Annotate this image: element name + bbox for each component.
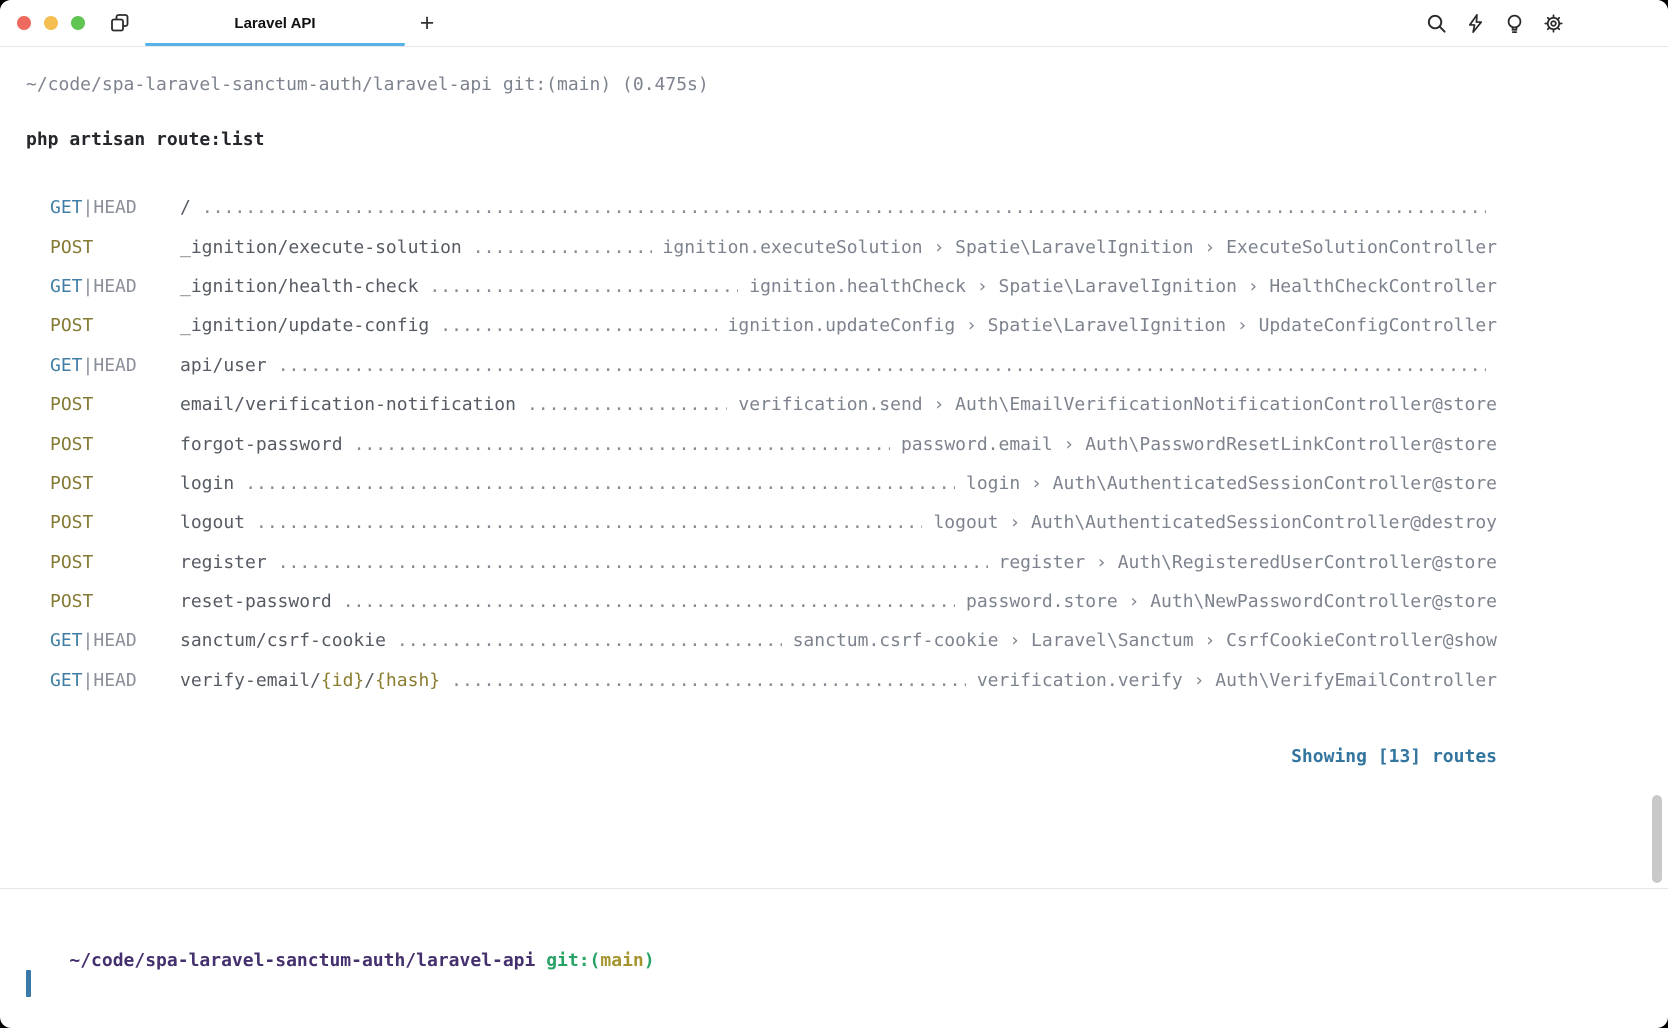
route-method: POST xyxy=(50,591,94,613)
route-row: POST _ignition/update-config.............… xyxy=(50,306,1497,345)
shell-prompt: ~/code/spa-laravel-sanctum-auth/laravel-… xyxy=(26,922,655,1000)
tab-title: Laravel API xyxy=(234,14,316,32)
dot-leader: ........................................… xyxy=(201,197,1486,219)
route-method: GET|HEAD xyxy=(50,669,137,691)
dot-leader: ........................................… xyxy=(256,512,922,534)
dot-leader: ........................................… xyxy=(396,630,782,652)
route-method: POST xyxy=(50,236,94,258)
block-divider xyxy=(0,888,1668,889)
route-path: api/user xyxy=(180,354,267,376)
window-controls xyxy=(0,16,85,30)
titlebar: Laravel API + xyxy=(0,0,1668,47)
git-suffix: ) xyxy=(643,950,655,971)
route-row: GET|HEAD _ignition/health-check..........… xyxy=(50,267,1497,306)
route-path: _ignition/execute-solution xyxy=(180,236,462,258)
route-path: reset-password xyxy=(180,591,332,613)
route-row: POST reset-password......................… xyxy=(50,582,1497,621)
route-row: POST _ignition/execute-solution..........… xyxy=(50,227,1497,266)
launch-configs-icon[interactable] xyxy=(107,10,133,36)
route-target: password.store › Auth\NewPasswordControl… xyxy=(965,591,1497,613)
dot-leader: ........................................… xyxy=(277,551,988,573)
close-window-button[interactable] xyxy=(17,16,31,30)
route-path: sanctum/csrf-cookie xyxy=(180,630,386,652)
route-target: register › Auth\RegisteredUserController… xyxy=(998,551,1498,573)
route-row: GET|HEAD /...............................… xyxy=(50,188,1497,227)
dot-leader: ........................................… xyxy=(277,354,1486,376)
dot-leader: ........................................… xyxy=(245,472,955,494)
route-method: GET|HEAD xyxy=(50,354,137,376)
terminal-cursor xyxy=(26,970,31,997)
minimize-window-button[interactable] xyxy=(44,16,58,30)
route-row: POST login...............................… xyxy=(50,464,1497,503)
route-method: POST xyxy=(50,512,94,534)
route-method: POST xyxy=(50,315,94,337)
route-method: POST xyxy=(50,394,94,416)
route-path: verify-email/{id}/{hash} xyxy=(180,669,441,691)
route-path: register xyxy=(180,551,267,573)
dot-leader: ........................................… xyxy=(526,394,727,416)
scrollbar[interactable] xyxy=(1652,795,1662,883)
route-row: POST email/verification-notification.....… xyxy=(50,385,1497,424)
route-method: GET|HEAD xyxy=(50,197,137,219)
git-branch: main xyxy=(600,950,644,971)
route-row: GET|HEAD api/user........................… xyxy=(50,346,1497,385)
route-row: POST register............................… xyxy=(50,543,1497,582)
gear-icon[interactable] xyxy=(1540,10,1566,36)
dot-leader: ........................................… xyxy=(342,591,955,613)
route-target: verification.verify › Auth\VerifyEmailCo… xyxy=(976,669,1497,691)
route-path: _ignition/update-config xyxy=(180,315,430,337)
route-path: forgot-password xyxy=(180,433,343,455)
new-tab-button[interactable]: + xyxy=(412,4,442,42)
route-row: GET|HEAD sanctum/csrf-cookie.............… xyxy=(50,621,1497,660)
routes-summary: Showing [13] routes xyxy=(1291,746,1497,767)
route-target: sanctum.csrf-cookie › Laravel\Sanctum › … xyxy=(792,630,1497,652)
tab-laravel-api[interactable]: Laravel API xyxy=(145,0,405,46)
route-row: POST forgot-password.....................… xyxy=(50,424,1497,463)
dot-leader: ........................................… xyxy=(429,275,738,297)
dot-leader: ........................................… xyxy=(472,236,652,258)
dot-leader: ........................................… xyxy=(451,669,966,691)
route-method: POST xyxy=(50,551,94,573)
dot-leader: ........................................… xyxy=(353,433,890,455)
route-target: logout › Auth\AuthenticatedSessionContro… xyxy=(933,512,1497,534)
route-path: logout xyxy=(180,512,246,534)
route-row: POST logout..............................… xyxy=(50,503,1497,542)
route-path: login xyxy=(180,472,235,494)
executed-command: php artisan route:list xyxy=(26,129,265,150)
route-method: POST xyxy=(50,472,94,494)
route-path: / xyxy=(180,197,191,219)
lightning-icon[interactable] xyxy=(1462,10,1488,36)
route-target: ignition.healthCheck › Spatie\LaravelIgn… xyxy=(749,275,1497,297)
active-tab-indicator xyxy=(145,43,405,46)
git-prefix: git:( xyxy=(535,950,601,971)
route-list: GET|HEAD /...............................… xyxy=(50,188,1497,700)
titlebar-actions xyxy=(1423,10,1566,36)
route-method: POST xyxy=(50,433,94,455)
route-target: login › Auth\AuthenticatedSessionControl… xyxy=(965,472,1497,494)
route-row: GET|HEAD verify-email/{id}/{hash}........… xyxy=(50,661,1497,700)
route-path: email/verification-notification xyxy=(180,394,516,416)
lightbulb-icon[interactable] xyxy=(1501,10,1527,36)
route-method: GET|HEAD xyxy=(50,275,137,297)
route-target: ignition.updateConfig › Spatie\LaravelIg… xyxy=(727,315,1497,337)
route-target: verification.send › Auth\EmailVerificati… xyxy=(738,394,1497,416)
prompt-path: ~/code/spa-laravel-sanctum-auth/laravel-… xyxy=(69,950,536,971)
search-icon[interactable] xyxy=(1423,10,1449,36)
route-target: ignition.executeSolution › Spatie\Larave… xyxy=(662,236,1497,258)
route-path: _ignition/health-check xyxy=(180,275,419,297)
route-target: password.email › Auth\PasswordResetLinkC… xyxy=(900,433,1497,455)
maximize-window-button[interactable] xyxy=(71,16,85,30)
previous-prompt-meta: ~/code/spa-laravel-sanctum-auth/laravel-… xyxy=(26,74,709,95)
dot-leader: ........................................… xyxy=(440,315,717,337)
route-method: GET|HEAD xyxy=(50,630,137,652)
